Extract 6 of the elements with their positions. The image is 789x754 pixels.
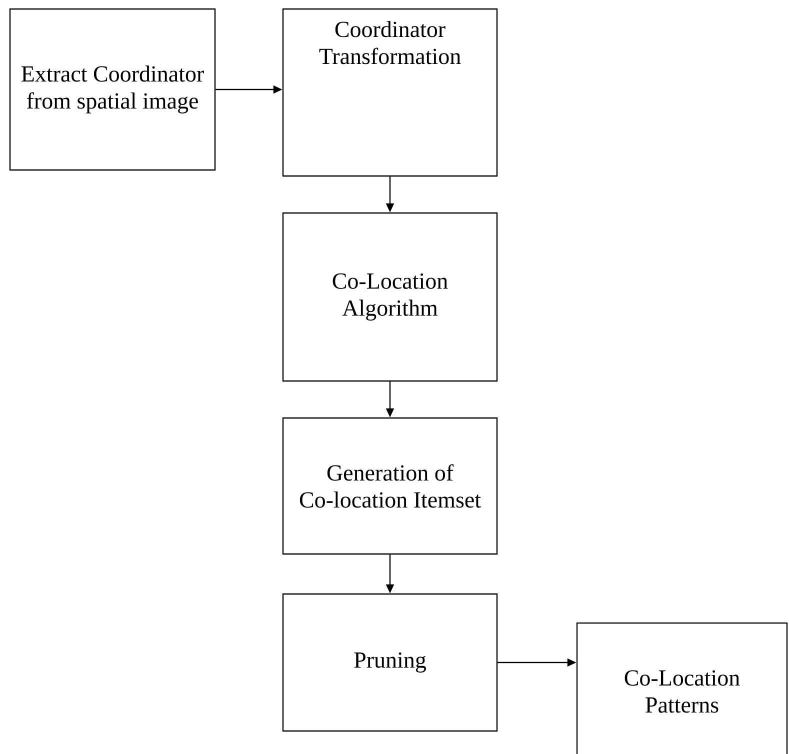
process-box: Coordinator Transformation xyxy=(282,8,498,177)
process-box: Extract Coordinator from spatial image xyxy=(9,8,216,171)
process-box: Pruning xyxy=(282,593,498,732)
process-box: Generation of Co-location Itemset xyxy=(282,417,498,555)
process-box: Co-Location Algorithm xyxy=(282,212,498,382)
process-box: Co-Location Patterns xyxy=(576,622,788,754)
